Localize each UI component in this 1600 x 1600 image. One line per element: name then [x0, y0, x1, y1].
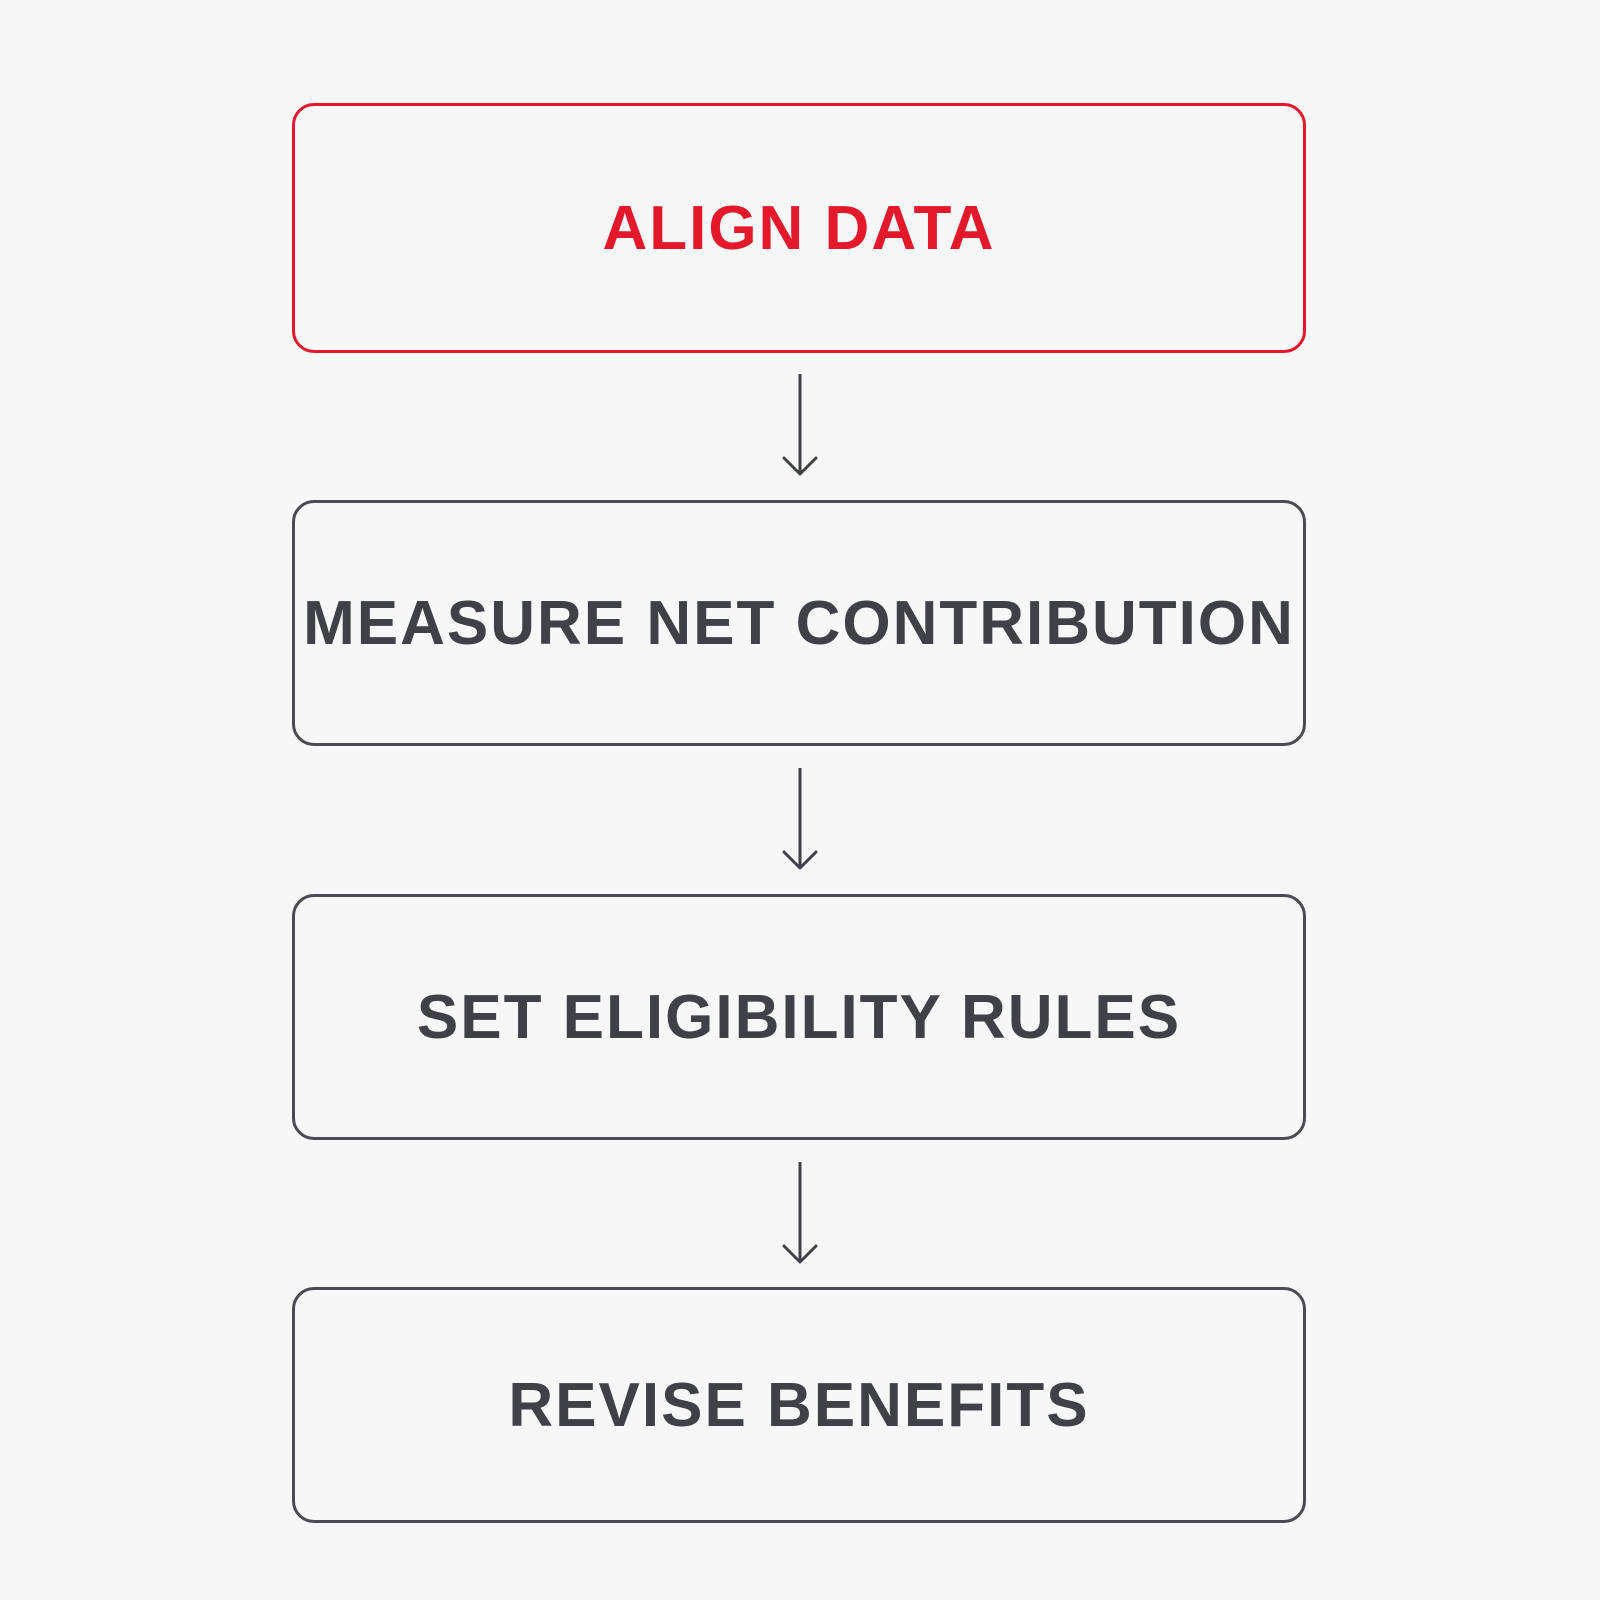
arrow-down-icon: [776, 1160, 824, 1266]
arrow-down-icon: [776, 372, 824, 478]
step-label-align-data: ALIGN DATA: [602, 193, 996, 263]
step-box-measure-net-contribution: MEASURE NET CONTRIBUTION: [292, 500, 1306, 746]
step-box-set-eligibility-rules: SET ELIGIBILITY RULES: [292, 894, 1306, 1140]
step-label-measure-net-contribution: MEASURE NET CONTRIBUTION: [303, 588, 1295, 658]
step-label-set-eligibility-rules: SET ELIGIBILITY RULES: [416, 982, 1182, 1052]
step-box-align-data: ALIGN DATA: [292, 103, 1306, 353]
step-box-revise-benefits: REVISE BENEFITS: [292, 1287, 1306, 1523]
arrow-down-icon: [776, 766, 824, 872]
step-label-revise-benefits: REVISE BENEFITS: [508, 1370, 1090, 1440]
